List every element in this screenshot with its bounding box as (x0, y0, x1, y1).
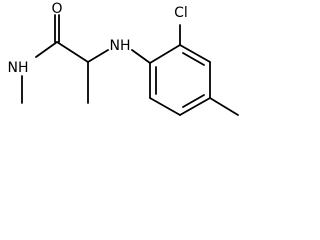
ring-inner-bond-c4-c5 (182, 94, 205, 108)
chlorine-label: Cl (174, 5, 188, 21)
amide-nh-label: NH (8, 60, 29, 76)
ring-inner-bond-c2-c3 (182, 52, 205, 66)
bond-set (21, 14, 239, 116)
ring-bond-c1-c2 (149, 44, 181, 64)
molecule-structure: O NH NH Cl (8, 1, 239, 116)
amine-nh-label: NH (110, 38, 131, 54)
ring-bond-c5-c6 (149, 97, 181, 116)
alpha-c-to-amine-n-bond (87, 49, 109, 63)
amine-n-to-ring-bond (131, 49, 151, 64)
ring-bond-c4-c5 (179, 97, 211, 116)
carbonyl-to-alpha-c-bond (56, 41, 89, 63)
ring-to-para-methyl-bond (209, 97, 239, 116)
atom-labels: O NH NH Cl (8, 1, 188, 76)
ring-bond-c2-c3 (179, 44, 211, 63)
carbonyl-to-amide-n-bond (35, 41, 58, 58)
oxygen-label: O (51, 1, 62, 17)
